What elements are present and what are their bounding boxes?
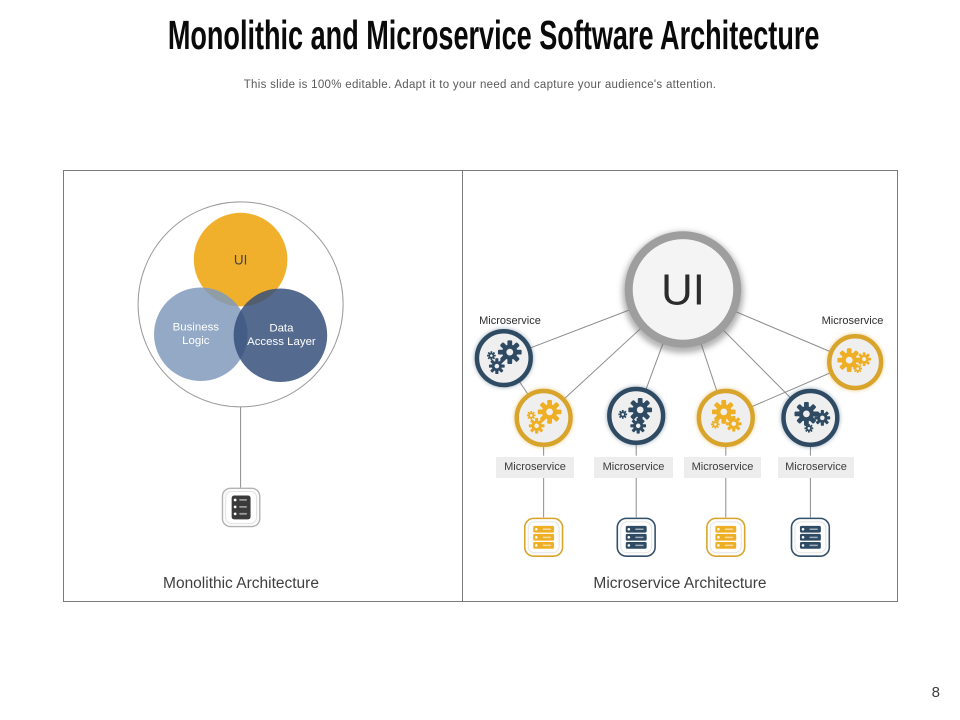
- database-server-icon: [790, 517, 831, 558]
- database-server-icon: [523, 517, 564, 558]
- microservice-node: [826, 333, 885, 391]
- gear-icon: [804, 423, 814, 433]
- microservice-label-box: Microservice: [778, 457, 854, 478]
- venn-business-logic-line2: Logic: [182, 335, 210, 347]
- microservice-node-label: Microservice: [479, 315, 541, 327]
- microservice-caption: Microservice Architecture: [593, 575, 767, 592]
- microservice-node: [695, 387, 756, 448]
- venn-ui-label: UI: [234, 253, 247, 268]
- slide-subtitle: This slide is 100% editable. Adapt it to…: [243, 79, 717, 91]
- microservice-label-box: Microservice: [594, 457, 673, 478]
- venn-data-access-circle: [233, 288, 328, 383]
- venn-ui-circle: [193, 212, 288, 307]
- microservice-node-label: Microservice: [821, 315, 884, 327]
- gear-icon: [794, 401, 819, 426]
- gear-icon: [814, 409, 831, 426]
- gear-icon: [526, 410, 536, 420]
- gear-icon: [528, 417, 545, 434]
- gear-icon: [710, 419, 720, 429]
- title-bar: Monolithic and Microservice Software Arc…: [0, 12, 960, 59]
- gear-icon: [618, 409, 628, 419]
- hub-face: [632, 239, 734, 340]
- database-server-icon: [706, 517, 746, 558]
- gear-icon: [630, 417, 647, 434]
- gear-icon: [486, 351, 496, 361]
- gear-icon: [488, 358, 505, 375]
- hub-ui-label: UI: [661, 265, 705, 314]
- page-title: Monolithic and Microservice Software Arc…: [167, 12, 820, 58]
- microservice-label-box: Microservice: [684, 457, 761, 478]
- microservice-panel: UI: [462, 170, 898, 602]
- microservice-node: [780, 387, 841, 448]
- page-number: 8: [931, 684, 940, 701]
- database-server-icon: [616, 517, 656, 558]
- gear-icon: [628, 397, 653, 422]
- gear-icon: [857, 352, 872, 367]
- microservice-label-box: Microservice: [496, 457, 574, 478]
- microservice-node: [473, 328, 534, 388]
- gear-icon: [725, 415, 742, 432]
- ui-hub-circle: UI: [622, 231, 744, 354]
- microservice-diagram: UI: [473, 231, 885, 558]
- database-server-icon: [221, 487, 261, 528]
- microservice-node: [606, 386, 667, 446]
- venn-data-access-line1: Data: [269, 322, 294, 334]
- microservice-node: [513, 387, 574, 448]
- venn-business-logic-circle: [154, 287, 248, 382]
- monolithic-caption: Monolithic Architecture: [163, 575, 319, 592]
- venn-data-access-line2: Access Layer: [247, 336, 316, 348]
- venn-business-logic-line1: Business: [173, 321, 220, 333]
- gear-icon: [853, 364, 863, 374]
